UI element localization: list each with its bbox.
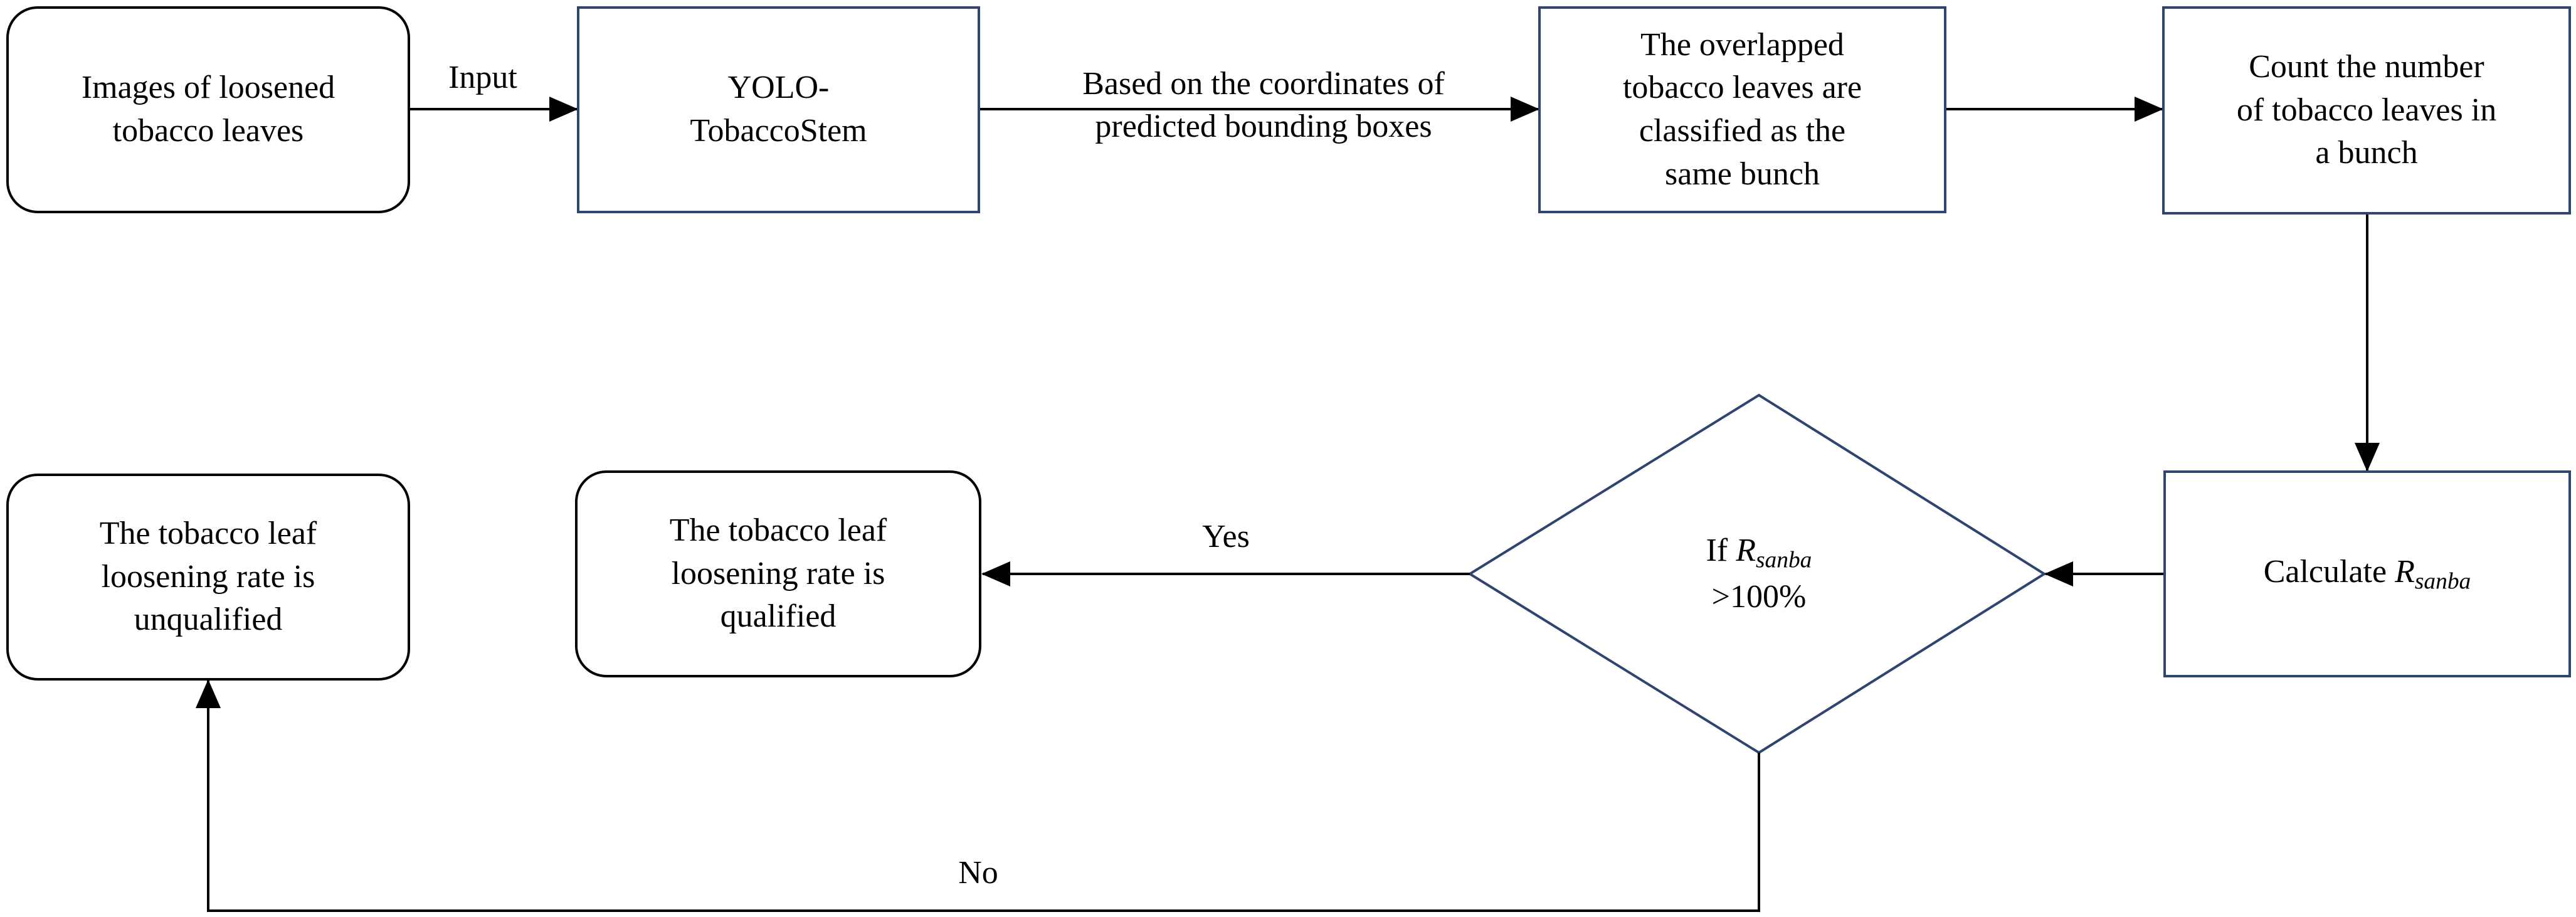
node-count-leaves: Count the number of tobacco leaves in a … <box>2162 6 2571 215</box>
decision-prefix: If <box>1706 532 1736 568</box>
node-count-text: Count the number of tobacco leaves in a … <box>2236 49 2497 171</box>
arrow-decision-to-unqualified <box>196 679 1760 912</box>
decision-symbol: Rsanba <box>1736 532 1812 573</box>
node-decision-label: If Rsanba >100% <box>1605 502 1913 646</box>
node-yolo-tobaccostem: YOLO- TobaccoStem <box>577 6 980 213</box>
node-calculate-text: Calculate Rsanba <box>2264 551 2471 597</box>
node-input-images: Images of loosened tobacco leaves <box>6 6 410 213</box>
node-input-images-text: Images of loosened tobacco leaves <box>81 70 335 149</box>
calculate-prefix: Calculate <box>2263 554 2395 590</box>
decision-condition: >100% <box>1711 578 1807 615</box>
node-qualified-text: The tobacco leaf loosening rate is quali… <box>669 512 887 635</box>
node-unqualified-text: The tobacco leaf loosening rate is unqua… <box>99 516 317 638</box>
calculate-symbol-r: R <box>2395 554 2415 590</box>
node-unqualified: The tobacco leaf loosening rate is unqua… <box>6 474 410 681</box>
node-classify-bunch: The overlapped tobacco leaves are classi… <box>1538 6 1946 213</box>
calculate-symbol-subscript: sanba <box>2414 568 2471 595</box>
calculate-symbol: Rsanba <box>2395 554 2471 594</box>
edge-label-no: No <box>958 855 998 891</box>
edge-label-based-on: Based on the coordinates of predicted bo… <box>1082 66 1445 144</box>
node-classify-text: The overlapped tobacco leaves are classi… <box>1622 26 1862 192</box>
edge-label-yes: Yes <box>1202 519 1250 554</box>
node-calculate-rate: Calculate Rsanba <box>2163 470 2571 677</box>
decision-symbol-subscript: sanba <box>1755 547 1812 573</box>
edge-label-input: Input <box>448 60 517 95</box>
decision-symbol-r: R <box>1736 532 1756 568</box>
node-qualified: The tobacco leaf loosening rate is quali… <box>575 470 981 677</box>
decision-text: If Rsanba >100% <box>1706 529 1812 619</box>
node-yolo-text: YOLO- TobaccoStem <box>690 70 867 149</box>
